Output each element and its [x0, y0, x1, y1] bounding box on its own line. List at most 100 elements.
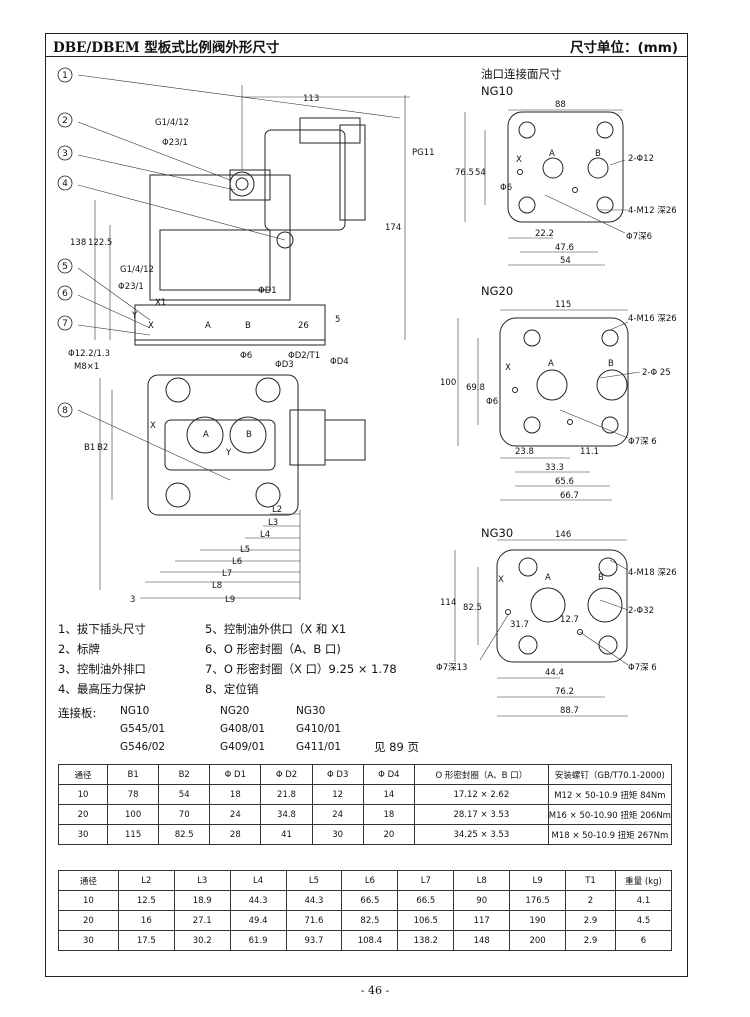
legend-item: 8、定位销: [205, 682, 259, 696]
valve-drawing: 123 456 78 113 G1/4/12 Φ23/1 PG11 174 13…: [57, 67, 435, 605]
connection-cell: G410/01: [296, 723, 342, 735]
svg-text:2-Φ12: 2-Φ12: [628, 154, 654, 164]
svg-text:138: 138: [70, 238, 86, 248]
column-header: L7: [397, 870, 455, 891]
table-cell: M12 × 50-10.9 扭矩 84Nm: [547, 784, 673, 805]
unit-label: 尺寸单位：(mm): [570, 40, 678, 56]
svg-text:7: 7: [62, 319, 68, 329]
svg-text:Φ7深13: Φ7深13: [436, 663, 467, 673]
table-cell: 115: [107, 824, 160, 845]
svg-text:L8: L8: [212, 581, 222, 591]
svg-text:Φ23/1: Φ23/1: [162, 138, 188, 148]
svg-text:44.4: 44.4: [545, 668, 564, 678]
table-cell: 10: [57, 784, 109, 805]
svg-text:B: B: [595, 149, 601, 159]
table-row: 10 12.5 18.9 44.3 44.3 66.5 66.5 90 176.…: [58, 890, 673, 911]
column-header: L5: [285, 870, 343, 891]
spec-table-diameters: 通径 B1 B2 Φ D1 Φ D2 Φ D3 Φ D4 O 形密封圈（A、B …: [57, 764, 673, 845]
svg-text:X: X: [150, 421, 156, 431]
table-cell: 6: [614, 930, 673, 951]
column-header: T1: [565, 870, 616, 891]
svg-text:33.3: 33.3: [545, 463, 564, 473]
table-cell: 93.7: [285, 930, 343, 951]
column-header: L8: [453, 870, 511, 891]
table-cell: 54: [158, 784, 211, 805]
ng20-label: NG20: [481, 284, 514, 298]
svg-text:26: 26: [298, 321, 309, 331]
table-header-row: 通径 B1 B2 Φ D1 Φ D2 Φ D3 Φ D4 O 形密封圈（A、B …: [57, 764, 673, 785]
svg-text:A: A: [545, 573, 551, 583]
legend-item: 7、O 形密封圈（X 口）9.25 × 1.78: [205, 662, 397, 676]
table-cell: 41: [260, 824, 313, 845]
svg-text:4-M16 深26: 4-M16 深26: [628, 314, 677, 324]
svg-text:31.7: 31.7: [510, 620, 529, 630]
legend-item: 5、控制油外供口（X 和 X1: [205, 622, 347, 636]
table-cell: 44.3: [229, 890, 287, 911]
table-cell: 2.9: [565, 910, 616, 931]
svg-text:A: A: [205, 321, 211, 331]
svg-text:2-Φ 25: 2-Φ 25: [642, 368, 671, 378]
table-cell: 18: [209, 784, 262, 805]
table-row: 20 100 70 24 34.8 24 18 28.17 × 3.53 M16…: [57, 804, 673, 825]
table-cell: 200: [509, 930, 567, 951]
table-cell: 21.8: [260, 784, 313, 805]
svg-text:X: X: [516, 155, 522, 165]
table-cell: 100: [107, 804, 160, 825]
table-cell: 2.9: [565, 930, 616, 951]
table-cell: 16: [117, 910, 175, 931]
column-header: Φ D3: [311, 764, 364, 785]
connection-cell: G545/01: [120, 723, 166, 735]
svg-text:Φ6: Φ6: [500, 183, 512, 193]
table-cell: 90: [453, 890, 511, 911]
table-cell: 24: [209, 804, 262, 825]
table-cell: 18.9: [173, 890, 231, 911]
svg-text:L5: L5: [240, 545, 250, 555]
svg-text:Φ6: Φ6: [486, 397, 498, 407]
table-cell: 4.1: [614, 890, 673, 911]
table-cell: 71.6: [285, 910, 343, 931]
table-cell: 44.3: [285, 890, 343, 911]
svg-text:Φ7深 6: Φ7深 6: [628, 663, 657, 673]
svg-text:L2: L2: [272, 505, 282, 515]
svg-text:54: 54: [560, 256, 571, 266]
svg-text:115: 115: [555, 300, 571, 310]
table-cell: 17.5: [117, 930, 175, 951]
svg-text:Φ6: Φ6: [240, 351, 252, 361]
page-title: DBE/DBEM 型板式比例阀外形尺寸: [53, 40, 280, 56]
svg-text:88.7: 88.7: [560, 706, 579, 716]
column-header: L4: [229, 870, 287, 891]
table-row: 10 78 54 18 21.8 12 14 17.12 × 2.62 M12 …: [57, 784, 673, 805]
connection-cell: G409/01: [220, 741, 266, 753]
table-cell: 12.5: [117, 890, 175, 911]
table-header-row: 通径 L2 L3 L4 L5 L6 L7 L8 L9 T1 重量 (kg): [58, 870, 673, 891]
table-cell: 14: [362, 784, 415, 805]
page-frame: [45, 33, 688, 977]
table-cell: 66.5: [341, 890, 399, 911]
svg-text:B: B: [246, 430, 252, 440]
table-cell: 10: [58, 890, 119, 911]
table-cell: 30: [58, 930, 119, 951]
connection-cell: G546/02: [120, 741, 166, 753]
svg-text:174: 174: [385, 223, 401, 233]
column-header: L2: [117, 870, 175, 891]
svg-text:82.5: 82.5: [463, 603, 482, 613]
svg-text:B1: B1: [84, 443, 95, 453]
table-cell: 82.5: [158, 824, 211, 845]
table-cell: 34.25 × 3.53: [413, 824, 549, 845]
svg-text:3: 3: [62, 149, 68, 159]
table-cell: 2: [565, 890, 616, 911]
table-cell: 117: [453, 910, 511, 931]
table-row: 30 115 82.5 28 41 30 20 34.25 × 3.53 M18…: [57, 824, 673, 845]
svg-text:Φ7深6: Φ7深6: [626, 232, 652, 242]
svg-text:12.7: 12.7: [560, 615, 579, 625]
ng10-label: NG10: [481, 84, 514, 98]
svg-text:X1: X1: [155, 298, 166, 308]
svg-text:47.6: 47.6: [555, 243, 574, 253]
table-cell: 34.8: [260, 804, 313, 825]
table-cell: 20: [362, 824, 415, 845]
column-header: O 形密封圈（A、B 口）: [413, 764, 549, 785]
column-header: L9: [509, 870, 567, 891]
svg-text:146: 146: [555, 530, 571, 540]
svg-text:L6: L6: [232, 557, 242, 567]
